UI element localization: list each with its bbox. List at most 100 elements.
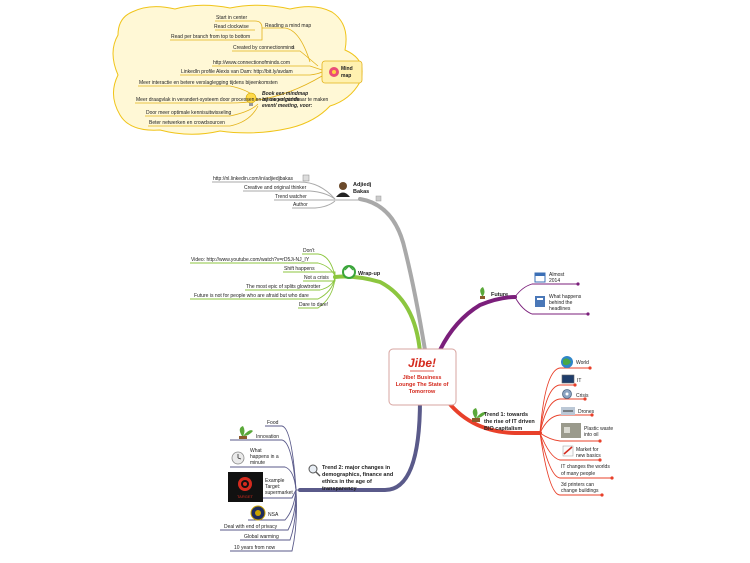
drone-icon [561, 407, 575, 415]
wrapup-item-video[interactable]: Video: http://www.youtube.com/watch?v=rD… [191, 257, 310, 263]
stopwatch-icon [231, 451, 245, 465]
future-item-headlines-1: What happens [549, 294, 582, 300]
trend2-item-minute-1: What [250, 448, 262, 454]
branch-trend2 [298, 398, 422, 492]
wrapup-title: Wrap-up [358, 271, 381, 277]
adjiedj-title-line-1: Adjiedj [353, 182, 372, 188]
mindmap-badge: Mind map [321, 60, 363, 84]
trend2-item-minute-2: happens in a [250, 454, 279, 460]
globe-icon [561, 356, 573, 368]
trend1-item-it-changes-2: of many people [561, 471, 595, 477]
future-item-headlines-2: behind the [549, 300, 573, 306]
future-subbranches [514, 283, 588, 315]
center-topic[interactable]: Jibe! Jibe! Business Lounge The State of… [388, 348, 457, 406]
branch-future [438, 295, 517, 352]
recycle-icon [342, 265, 356, 279]
center-title-line-2: Lounge The State of [396, 382, 449, 388]
trend1-item-world: World [576, 360, 589, 366]
svg-text:mind: mind [283, 45, 294, 51]
svg-text:Mind: Mind [341, 66, 353, 72]
sprout-icon-2 [239, 426, 253, 439]
adjiedj-linkedin[interactable]: http://nl.linkedin.com/in/adjiedjbakas [213, 176, 294, 182]
nsa-seal-icon [250, 505, 266, 521]
attachment-icon[interactable] [302, 174, 310, 182]
svg-text:s: s [292, 45, 295, 51]
trend2-title-line-3: ethics in the age of [322, 479, 372, 485]
trend1-item-it-changes-1: IT changes the worlds [561, 464, 610, 470]
trend2-title-line-4: transparency [322, 486, 357, 492]
marker-icon [562, 445, 574, 457]
calendar-icon [534, 272, 546, 283]
wrapup-item-future: Future is not for people who are afraid … [194, 293, 309, 299]
trend1-title-line-3: BIO capitalism [484, 426, 522, 432]
svg-text:TARGET: TARGET [237, 494, 253, 499]
reading-item-2: Read clockwise [214, 24, 249, 30]
adjiedj-item-author: Author [293, 202, 308, 208]
lightbulb-icon [245, 92, 257, 106]
trend2-item-target-1: Example [265, 478, 285, 484]
trend2-item-privacy: Deal with end of privacy [224, 524, 278, 530]
plastic-waste-image [561, 423, 581, 438]
adjiedj-subbranches [212, 181, 360, 209]
trend1-title-line-1: Trend 1: towards [484, 412, 528, 418]
target-image: TARGET [228, 472, 263, 502]
branch-wrapup [333, 274, 422, 354]
magnifier-icon [308, 464, 321, 477]
trend1-item-plastic-1: Plastic waste [584, 426, 613, 432]
book-item-4: Beter netwerken en crowdsourcen [149, 120, 225, 126]
trend1-item-plastic-2: into oil [584, 432, 598, 438]
trend2-subbranches [220, 425, 300, 552]
sprout-icon [480, 287, 485, 299]
adjiedj-title-line-2: Bakas [353, 189, 369, 195]
trend1-item-drones: Drones [578, 409, 595, 415]
legend-cloud [112, 4, 363, 135]
website-link[interactable]: http://www.connectionofminds.com [213, 60, 290, 66]
newspaper-icon [535, 296, 545, 307]
monitor-icon [561, 374, 575, 384]
trend2-title-line-2: demographics, finance and [322, 472, 393, 478]
trend1-item-it: IT [577, 378, 581, 384]
book-line-2: bij uw volgende [262, 97, 300, 103]
future-title: Future [491, 292, 508, 298]
trend2-item-food: Food [267, 420, 279, 426]
center-title-line-1: Jibe! Business [403, 375, 442, 381]
trend2-item-innovation: Innovation [256, 434, 279, 440]
note-icon[interactable] [375, 195, 382, 202]
book-item-2: Meer draagvlak in verandert-systeem door… [136, 97, 329, 103]
trend2-title-line-1: Trend 2: major changes in [322, 465, 391, 471]
trend2-item-warming: Global warming [244, 534, 279, 540]
reading-item-3: Read per branch from top to bottom [171, 34, 250, 40]
trend1-title-line-2: the rise of IT driven [484, 419, 535, 425]
book-line-3: event/ meeting, voor: [262, 103, 313, 109]
adjiedj-item-creative: Creative and original thinker [244, 185, 307, 191]
wrapup-subbranches [190, 253, 336, 309]
jibe-logo: Jibe! [408, 356, 436, 370]
wrapup-item-dont: Don't [303, 248, 315, 254]
trend2-item-minute-3: minute [250, 460, 265, 466]
svg-text:connection: connection [259, 45, 283, 51]
reading-item-1: Start in center [216, 15, 247, 21]
book-item-3: Door meer optimale kennisuitwisseling [146, 110, 232, 116]
future-item-almost-1: Almost [549, 272, 565, 278]
book-item-1: Meer interactie en betere verslaglegging… [139, 80, 278, 86]
reading-title: Reading a mind map [265, 23, 311, 29]
trend1-item-market-2: new basics [576, 453, 601, 459]
trend1-item-3d-1: 3d printers can [561, 482, 594, 488]
plant-icon [472, 408, 486, 422]
future-item-almost-2: 2014 [549, 278, 560, 284]
wrapup-item-dare: Dare to dare! [299, 302, 328, 308]
linkedin-link[interactable]: LinkedIn profile Alexis van Dam: http://… [181, 69, 293, 75]
adjiedj-item-trend: Trend watcher [275, 194, 307, 200]
book-line-1: Book een mindmap [262, 91, 308, 97]
trend2-item-nsa: NSA [268, 512, 279, 518]
trend1-subbranches [539, 367, 612, 496]
trend2-item-target-2: Target: [265, 484, 280, 490]
legend-connectors [135, 20, 323, 127]
future-item-headlines-3: headlines [549, 306, 571, 312]
wrapup-item-shift: Shift happens [284, 266, 315, 272]
created-by-label: Created by [233, 45, 258, 51]
trend2-item-target-3: supermarket [265, 490, 293, 496]
person-avatar-icon [336, 182, 350, 197]
trend2-item-10years: 10 years from now [234, 545, 276, 551]
svg-text:map: map [341, 73, 351, 79]
